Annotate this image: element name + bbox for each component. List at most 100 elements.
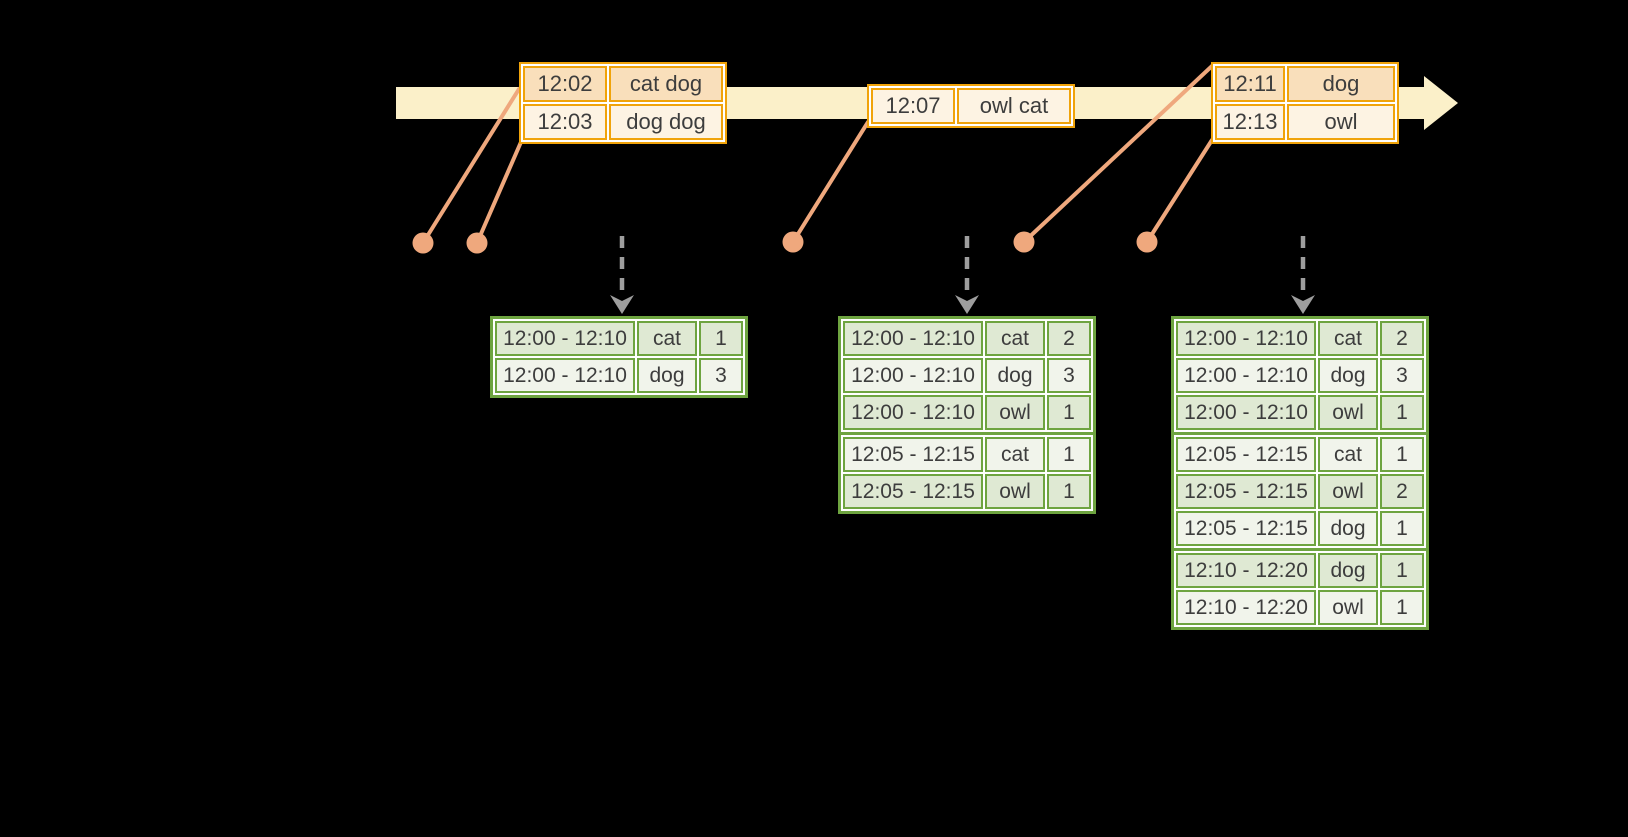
event-row: 12:13 owl (1215, 104, 1395, 140)
trigger-arrows (610, 236, 1315, 314)
event-box-2: 12:07 owl cat (867, 84, 1075, 128)
word-cell: owl (1318, 590, 1378, 625)
word-cell: dog (985, 358, 1045, 393)
count-cell: 1 (1380, 437, 1424, 472)
event-dot (466, 232, 488, 254)
result-window-group: 12:05 - 12:15 cat 1 12:05 - 12:15 owl 1 (838, 432, 1096, 514)
count-cell: 2 (1380, 321, 1424, 356)
word-cell: owl (1318, 474, 1378, 509)
timeline-arrowhead-icon (1424, 76, 1458, 130)
count-cell: 2 (1047, 321, 1091, 356)
event-time-cell: 12:11 (1215, 66, 1285, 102)
window-cell: 12:00 - 12:10 (1176, 358, 1316, 393)
result-row: 12:10 - 12:20 owl 1 (1176, 590, 1424, 625)
event-connector-line (421, 87, 521, 245)
count-cell: 1 (1047, 395, 1091, 430)
window-cell: 12:00 - 12:10 (843, 321, 983, 356)
count-cell: 1 (1380, 395, 1424, 430)
event-box-3: 12:11 dog 12:13 owl (1211, 62, 1399, 144)
event-row: 12:02 cat dog (523, 66, 723, 102)
result-row: 12:10 - 12:20 dog 1 (1176, 553, 1424, 588)
word-cell: dog (637, 358, 697, 393)
count-cell: 1 (1047, 437, 1091, 472)
window-cell: 12:05 - 12:15 (843, 474, 983, 509)
word-cell: cat (985, 321, 1045, 356)
result-row: 12:00 - 12:10 owl 1 (843, 395, 1091, 430)
trigger-arrow-icon (955, 236, 979, 314)
window-cell: 12:05 - 12:15 (1176, 474, 1316, 509)
result-row: 12:05 - 12:15 cat 1 (843, 437, 1091, 472)
event-time-cell: 12:03 (523, 104, 607, 140)
event-dots (412, 231, 1158, 254)
word-cell: cat (637, 321, 697, 356)
result-row: 12:00 - 12:10 owl 1 (1176, 395, 1424, 430)
result-table-3: 12:00 - 12:10 cat 2 12:00 - 12:10 dog 3 … (1171, 316, 1429, 630)
window-cell: 12:05 - 12:15 (1176, 511, 1316, 546)
count-cell: 1 (1047, 474, 1091, 509)
result-row: 12:05 - 12:15 owl 2 (1176, 474, 1424, 509)
event-dot (1013, 231, 1035, 253)
window-cell: 12:00 - 12:10 (843, 395, 983, 430)
window-cell: 12:00 - 12:10 (1176, 321, 1316, 356)
result-row: 12:00 - 12:10 cat 1 (495, 321, 743, 356)
window-cell: 12:00 - 12:10 (843, 358, 983, 393)
result-table-1: 12:00 - 12:10 cat 1 12:00 - 12:10 dog 3 (490, 316, 748, 398)
event-words-cell: cat dog (609, 66, 723, 102)
event-dot (1136, 231, 1158, 253)
result-row: 12:00 - 12:10 cat 2 (1176, 321, 1424, 356)
result-window-group: 12:00 - 12:10 cat 2 12:00 - 12:10 dog 3 … (838, 316, 1096, 435)
event-connector-line (791, 120, 870, 244)
word-cell: owl (985, 474, 1045, 509)
count-cell: 1 (1380, 511, 1424, 546)
result-window-group: 12:00 - 12:10 cat 1 12:00 - 12:10 dog 3 (490, 316, 748, 398)
word-cell: dog (1318, 511, 1378, 546)
word-cell: cat (1318, 437, 1378, 472)
result-row: 12:05 - 12:15 dog 1 (1176, 511, 1424, 546)
window-cell: 12:00 - 12:10 (495, 358, 635, 393)
event-time-cell: 12:13 (1215, 104, 1285, 140)
count-cell: 3 (1380, 358, 1424, 393)
event-dot (782, 231, 804, 253)
count-cell: 3 (1047, 358, 1091, 393)
result-window-group: 12:05 - 12:15 cat 1 12:05 - 12:15 owl 2 … (1171, 432, 1429, 551)
trigger-arrow-icon (610, 236, 634, 314)
window-cell: 12:10 - 12:20 (1176, 553, 1316, 588)
event-words-cell: dog (1287, 66, 1395, 102)
word-cell: dog (1318, 553, 1378, 588)
window-cell: 12:05 - 12:15 (843, 437, 983, 472)
result-row: 12:05 - 12:15 owl 1 (843, 474, 1091, 509)
count-cell: 3 (699, 358, 743, 393)
event-connector-line (1145, 138, 1214, 244)
result-row: 12:05 - 12:15 cat 1 (1176, 437, 1424, 472)
word-cell: owl (1318, 395, 1378, 430)
count-cell: 1 (1380, 553, 1424, 588)
count-cell: 1 (699, 321, 743, 356)
trigger-arrow-icon (1291, 236, 1315, 314)
event-row: 12:07 owl cat (871, 88, 1071, 124)
event-words-cell: dog dog (609, 104, 723, 140)
event-time-cell: 12:02 (523, 66, 607, 102)
event-time-cell: 12:07 (871, 88, 955, 124)
word-cell: cat (985, 437, 1045, 472)
event-connectors (421, 64, 1214, 245)
result-window-group: 12:00 - 12:10 cat 2 12:00 - 12:10 dog 3 … (1171, 316, 1429, 435)
event-connector-line (475, 140, 523, 245)
result-row: 12:00 - 12:10 dog 3 (1176, 358, 1424, 393)
event-words-cell: owl (1287, 104, 1395, 140)
count-cell: 2 (1380, 474, 1424, 509)
result-window-group: 12:10 - 12:20 dog 1 12:10 - 12:20 owl 1 (1171, 548, 1429, 630)
window-cell: 12:10 - 12:20 (1176, 590, 1316, 625)
result-row: 12:00 - 12:10 dog 3 (495, 358, 743, 393)
event-connector-line (1022, 64, 1214, 244)
window-cell: 12:05 - 12:15 (1176, 437, 1316, 472)
window-cell: 12:00 - 12:10 (495, 321, 635, 356)
event-words-cell: owl cat (957, 88, 1071, 124)
word-cell: cat (1318, 321, 1378, 356)
event-row: 12:11 dog (1215, 66, 1395, 102)
result-row: 12:00 - 12:10 dog 3 (843, 358, 1091, 393)
result-table-2: 12:00 - 12:10 cat 2 12:00 - 12:10 dog 3 … (838, 316, 1096, 514)
window-cell: 12:00 - 12:10 (1176, 395, 1316, 430)
word-cell: owl (985, 395, 1045, 430)
word-cell: dog (1318, 358, 1378, 393)
